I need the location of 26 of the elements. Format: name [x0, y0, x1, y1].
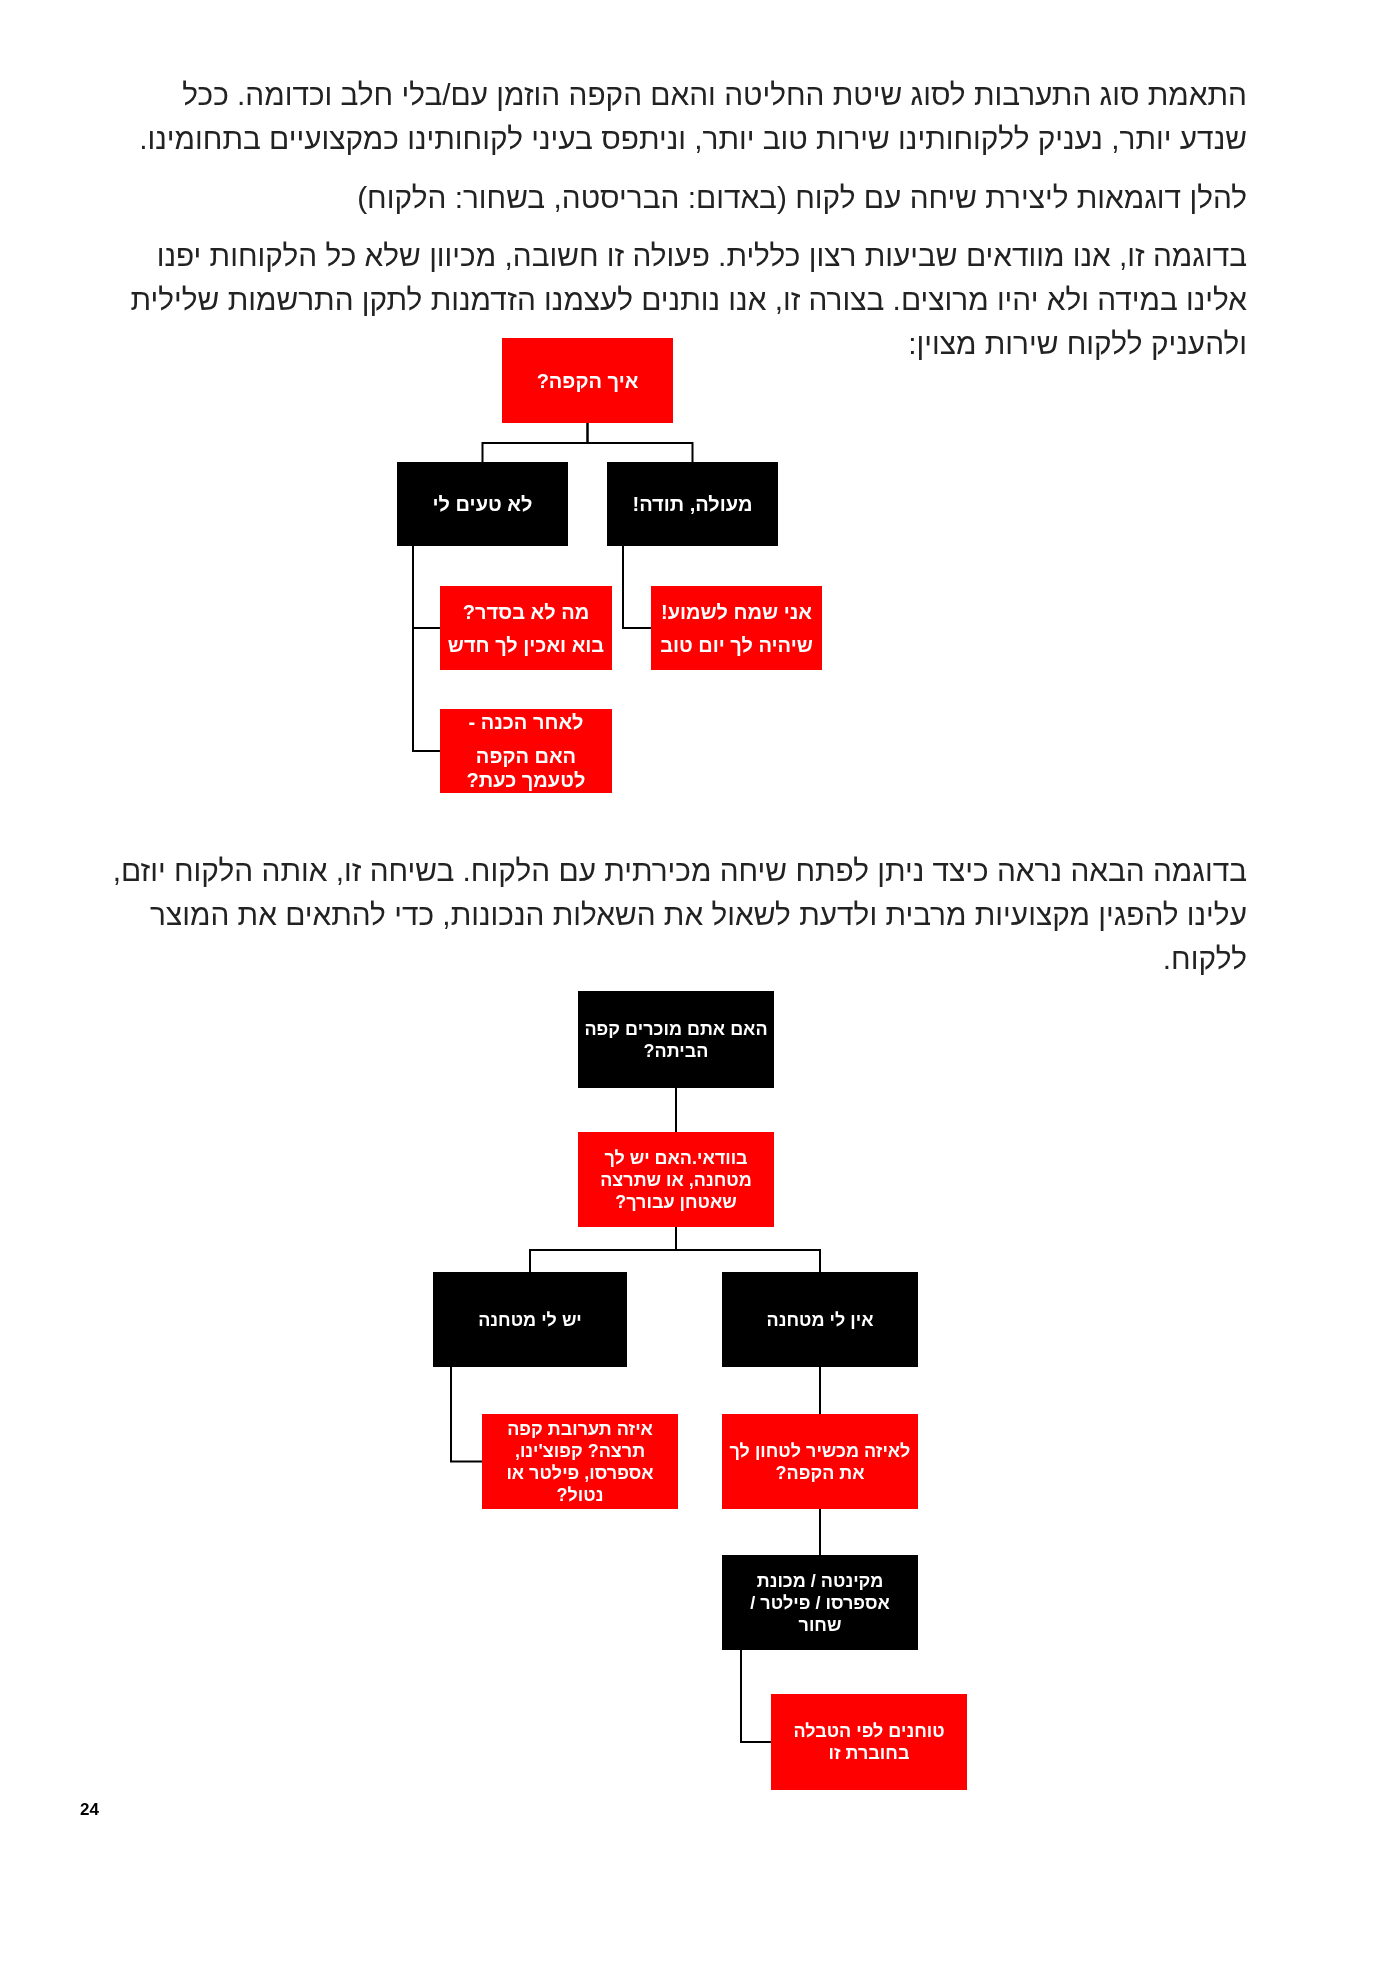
dialogue-box: אין לי מטחנה: [722, 1272, 918, 1367]
dialogue-box: מה לא בסדר? בוא ואכין לך חדש: [440, 586, 612, 670]
paragraph: התאמת סוג התערבות לסוג שיטת החליטה והאם הקפה הוזמן עם/בלי חלב וכדומה. ככל שנדע יותר, נעניק ללקוחותינו שירות טוב יותר, וניתפס בעיני לקוחותינו כמקצועיים בתחומינו.: [138, 77, 1247, 157]
paragraph: בדוגמה הבאה נראה כיצד ניתן לפתח שיחה מכירתית עם הלקוח. בשיחה זו, אותה הלקוח יוזם, עלינו להפגין מקצועיות מרבית ולדעת לשאול את השאלות הנכונות, כדי להתאים את המוצר ללקוח.: [111, 853, 1247, 977]
connector-line: [481, 422, 589, 463]
dialogue-box: מקינטה / מכונת אספרסו / פילטר / שחור: [722, 1555, 918, 1650]
dialogue-box: אני שמח לשמוע! שיהיה לך יום טוב: [651, 586, 822, 670]
connector-line: [450, 1366, 483, 1463]
connector-line: [819, 1366, 821, 1415]
dialogue-box: האם אתם מוכרים קפה הביתה?: [578, 991, 774, 1088]
dialogue-box: לאחר הכנה - האם הקפה לטעמך כעת?: [440, 709, 612, 793]
dialogue-box: לאיזה מכשיר לטחון לך את הקפה?: [722, 1414, 918, 1509]
connector-line: [412, 545, 441, 752]
connector-line: [819, 1508, 821, 1556]
dialogue-box: איך הקפה?: [502, 338, 673, 423]
connector-line: [675, 1087, 677, 1133]
dialogue-box: טוחנים לפי הטבלה בחוברת זו: [771, 1694, 967, 1790]
page-number: 24: [80, 1799, 99, 1821]
dialogue-box: בוודאי.האם יש לך מטחנה, או שתרצה שאטחן עבורך?: [578, 1132, 774, 1227]
dialogue-box: לא טעים לי: [397, 462, 568, 546]
dialogue-box: איזה תערובת קפה תרצה? קפוצ'ינו, אספרסו, פילטר או נטול?: [482, 1414, 678, 1509]
connector-line: [740, 1649, 772, 1743]
dialogue-box: מעולה, תודה!: [607, 462, 778, 546]
dialogue-box: יש לי מטחנה: [433, 1272, 627, 1367]
paragraph: להלן דוגמאות ליצירת שיחה עם לקוח (באדום: הבריסטה, בשחור: הלקוח): [356, 180, 1247, 216]
connector-line: [622, 545, 652, 629]
